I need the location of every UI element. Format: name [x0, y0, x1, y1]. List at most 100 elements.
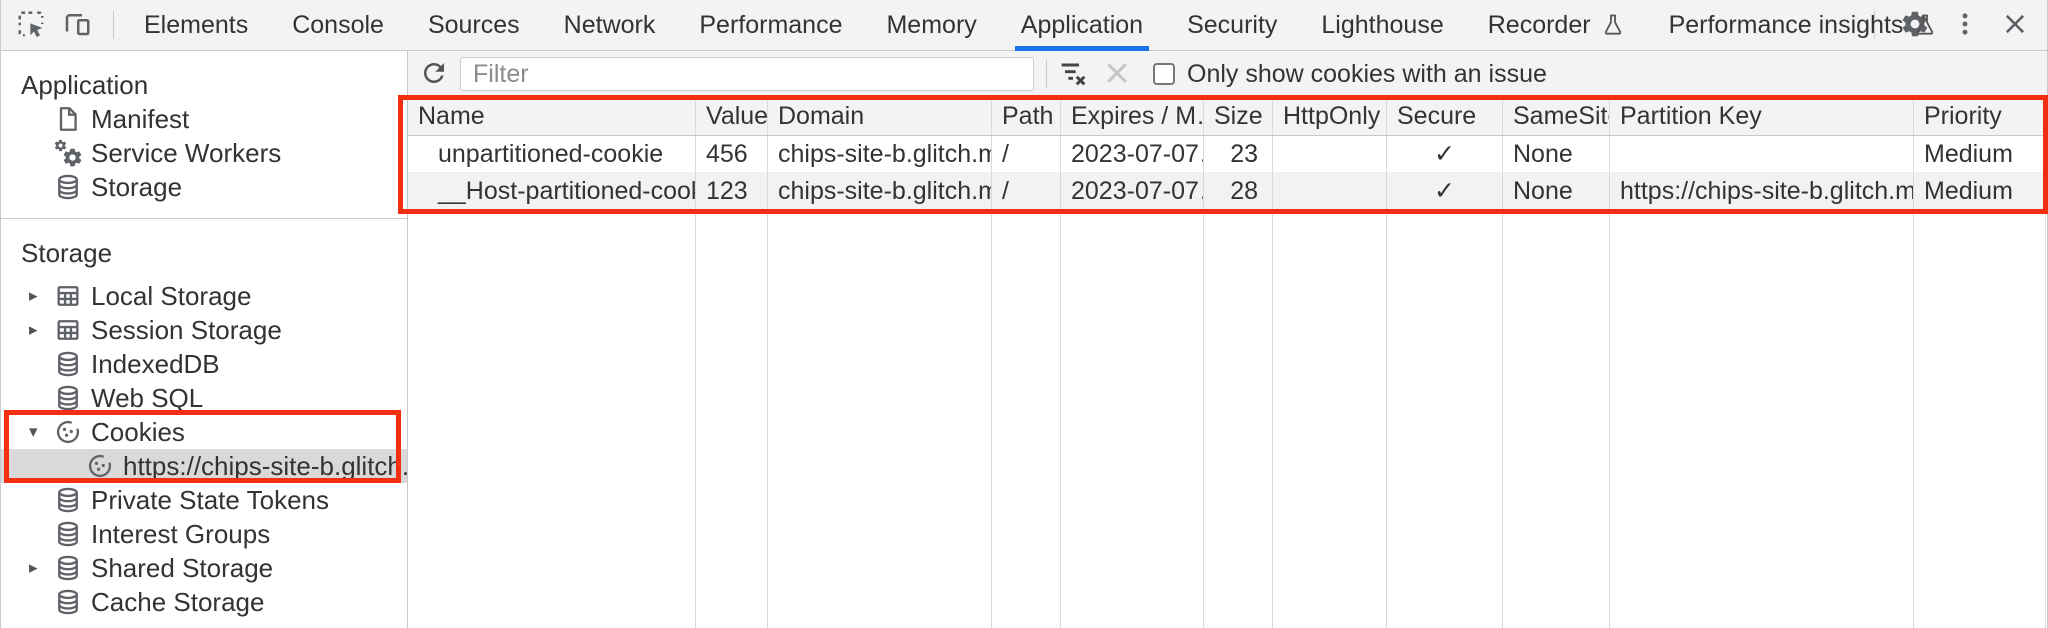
sidebar-item-label: Cookies [91, 416, 185, 447]
cell-samesite: None [1503, 173, 1610, 209]
column-header-secure[interactable]: Secure [1387, 98, 1503, 135]
refresh-button[interactable] [416, 56, 452, 92]
collapsed-arrow-icon[interactable]: ▸ [29, 286, 38, 305]
refresh-icon [419, 58, 449, 91]
collapsed-arrow-icon[interactable]: ▸ [29, 320, 38, 339]
cell-httponly [1273, 173, 1387, 209]
table-icon [53, 316, 83, 344]
sidebar-item-interest-groups[interactable]: Interest Groups [1, 517, 407, 551]
tab-network[interactable]: Network [542, 0, 678, 51]
column-header-domain[interactable]: Domain [768, 98, 992, 135]
tab-performance[interactable]: Performance [677, 0, 864, 51]
settings-button[interactable] [1897, 7, 1933, 43]
cell-secure: ✓ [1387, 173, 1503, 209]
column-header-httponly[interactable]: HttpOnly [1273, 98, 1387, 135]
tab-console[interactable]: Console [270, 0, 406, 51]
device-toolbar-icon [62, 9, 92, 42]
column-header-name[interactable]: Name [408, 98, 696, 135]
cell-partition-key [1610, 136, 1914, 172]
sidebar-item-web-sql[interactable]: Web SQL [1, 381, 407, 415]
column-header-partition-key[interactable]: Partition Key [1610, 98, 1914, 135]
tab-sources[interactable]: Sources [406, 0, 542, 51]
sidebar-item-cookies[interactable]: ▾ Cookies [1, 415, 407, 449]
sidebar-item-shared-storage[interactable]: ▸ Shared Storage [1, 551, 407, 585]
clear-filter-icon [1057, 57, 1089, 92]
sidebar-item-manifest[interactable]: Manifest [1, 102, 407, 136]
cell-priority: Medium [1914, 136, 2046, 172]
cell-size: 23 [1204, 136, 1273, 172]
database-icon [53, 173, 83, 201]
section-title: Storage [21, 238, 113, 268]
tab-memory[interactable]: Memory [864, 0, 998, 51]
cell-priority: Medium [1914, 173, 2046, 209]
table-icon [53, 282, 83, 310]
sidebar-item-label: Service Workers [91, 137, 282, 168]
tab-label: Sources [427, 10, 520, 39]
tab-label: Lighthouse [1321, 10, 1444, 39]
issues-checkbox-label[interactable]: Only show cookies with an issue [1187, 59, 1547, 88]
tab-label: Console [292, 10, 384, 39]
flask-icon [1601, 12, 1625, 38]
database-icon [53, 554, 83, 582]
column-header-priority[interactable]: Priority [1914, 98, 2046, 135]
tab-security[interactable]: Security [1165, 0, 1299, 51]
tabbar-right-divider [1874, 11, 1875, 39]
more-options-button[interactable] [1947, 7, 1983, 43]
column-header-path[interactable]: Path [992, 98, 1061, 135]
device-toolbar-button[interactable] [59, 7, 95, 43]
cell-domain: chips-site-b.glitch.me [768, 173, 992, 209]
sidebar-item-private-state-tokens[interactable]: Private State Tokens [1, 483, 407, 517]
inspect-element-button[interactable] [13, 7, 49, 43]
tab-application[interactable]: Application [999, 0, 1165, 51]
sidebar-item-indexeddb[interactable]: IndexedDB [1, 347, 407, 381]
sidebar-item-label: Cache Storage [91, 586, 265, 617]
column-header-samesite[interactable]: SameSite [1503, 98, 1610, 135]
tab-label: Performance [699, 10, 843, 39]
tab-recorder[interactable]: Recorder [1466, 0, 1647, 51]
tab-lighthouse[interactable]: Lighthouse [1299, 0, 1465, 51]
sidebar-item-cache-storage[interactable]: Cache Storage [1, 585, 407, 619]
database-icon [53, 520, 83, 548]
close-icon [2001, 10, 2029, 41]
sidebar-item-label: Interest Groups [91, 518, 271, 549]
tab-label: Performance insights [1668, 10, 1904, 39]
sidebar-item-local-storage[interactable]: ▸Local Storage [1, 279, 407, 313]
cookie-icon [53, 418, 83, 446]
database-icon [53, 350, 83, 378]
tab-elements[interactable]: Elements [122, 0, 270, 51]
column-header-value[interactable]: Value [696, 98, 768, 135]
sidebar-item-label: Shared Storage [91, 552, 274, 583]
tab-performance-insights[interactable]: Performance insights [1647, 0, 1960, 51]
cell-httponly [1273, 136, 1387, 172]
document-icon [53, 105, 83, 133]
sidebar-item-label: Session Storage [91, 314, 282, 345]
close-devtools-button[interactable] [1997, 7, 2033, 43]
collapsed-arrow-icon[interactable]: ▸ [29, 558, 38, 577]
sidebar-item-https-chips-site-b-glitch-me[interactable]: https://chips-site-b.glitch.me [1, 449, 407, 483]
cell-domain: chips-site-b.glitch.me [768, 136, 992, 172]
inspect-icon [16, 9, 46, 42]
tab-label: Application [1020, 10, 1144, 39]
sidebar-item-label: https://chips-site-b.glitch.me [123, 450, 408, 481]
filter-input[interactable] [460, 57, 1034, 91]
column-header-expires-m[interactable]: Expires / M… [1061, 98, 1204, 135]
cell-samesite: None [1503, 136, 1610, 172]
expanded-arrow-icon[interactable]: ▾ [29, 422, 38, 441]
sidebar-item-label: Storage [91, 171, 183, 202]
clear-cookies-button[interactable] [1099, 56, 1135, 92]
clear-filter-button[interactable] [1055, 56, 1091, 92]
issues-checkbox[interactable] [1153, 63, 1175, 85]
column-header-size[interactable]: Size [1204, 98, 1273, 135]
sidebar-item-storage[interactable]: Storage [1, 170, 407, 204]
tab-label: Recorder [1487, 10, 1591, 39]
sidebar-item-service-workers[interactable]: Service Workers [1, 136, 407, 170]
tab-label: Elements [144, 10, 249, 39]
sidebar-item-session-storage[interactable]: ▸ Session Storage [1, 313, 407, 347]
tabbar-divider [113, 11, 114, 39]
tabbar-right-icons [1866, 7, 2047, 43]
